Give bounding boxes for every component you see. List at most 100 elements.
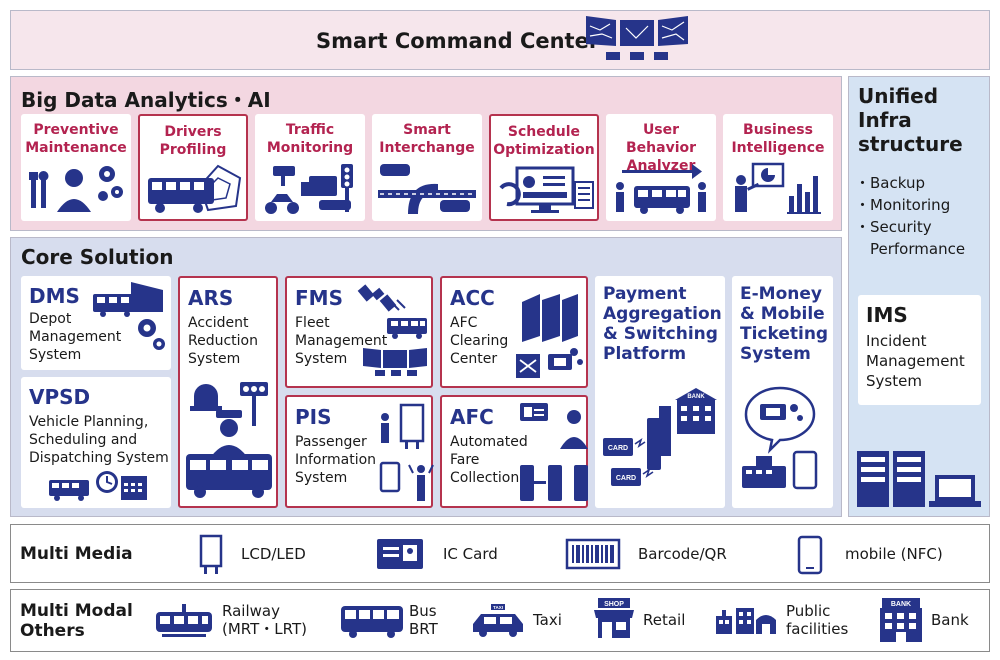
passenger-display-icon — [379, 403, 434, 501]
multimedia-item-barcode: Barcode/QR — [638, 545, 727, 563]
afc-desc: Automated Fare Collection — [450, 434, 528, 486]
shop-sign-text: SHOP — [604, 601, 624, 608]
tile-preventive-maintenance[interactable]: Preventive Maintenance — [21, 114, 131, 221]
bus-icon — [341, 606, 403, 638]
tile-label: Drivers Profiling — [159, 124, 227, 158]
acc-desc: AFC Clearing Center — [450, 315, 509, 367]
tile-smart-interchange[interactable]: Smart Interchange — [372, 114, 482, 221]
ims-box[interactable]: IMS Incident Management System — [858, 295, 981, 405]
ars-box[interactable]: ARS Accident Reduction System — [178, 276, 278, 508]
ims-abbr: IMS — [866, 303, 908, 327]
fare-gate-icon — [520, 403, 588, 501]
multi-media-title: Multi Media — [20, 544, 133, 564]
tile-traffic-monitoring[interactable]: Traffic Monitoring — [255, 114, 365, 221]
cards-bank-icon: BANK CARD CARD — [603, 388, 717, 486]
ars-abbr: ARS — [188, 286, 234, 310]
afc-box[interactable]: AFC Automated Fare Collection — [440, 395, 588, 508]
pis-desc: Passenger Information System — [295, 434, 377, 486]
traffic-camera-icon — [265, 164, 353, 214]
bus-radar-icon — [148, 164, 242, 213]
maintenance-worker-icon — [29, 166, 123, 212]
multimodal-item-retail: Retail — [643, 611, 686, 629]
tile-drivers-profiling[interactable]: Drivers Profiling — [138, 114, 248, 221]
core-solution-band: Core Solution DMS Depot Management Syste… — [10, 237, 842, 517]
presenter-chart-icon — [735, 162, 821, 214]
highway-interchange-icon — [378, 164, 476, 214]
smart-command-center-title: Smart Command Center — [316, 29, 600, 53]
clearing-servers-icon — [516, 294, 583, 378]
bank-building-icon: BANK — [880, 598, 922, 642]
mobile-phone-icon — [797, 535, 823, 575]
big-data-analytics-band: Big Data Analytics・AI Preventive Mainten… — [10, 76, 842, 231]
big-data-title: Big Data Analytics・AI — [21, 88, 271, 112]
multi-media-row: Multi Media LCD/LED IC Card Barcode/QR m… — [10, 524, 990, 583]
bank-row-sign-text: BANK — [891, 601, 911, 608]
card-label-2: CARD — [616, 475, 636, 482]
acc-box[interactable]: ACC AFC Clearing Center — [440, 276, 588, 388]
multi-modal-row: Multi Modal Others Railway (MRT・LRT) Bus… — [10, 589, 990, 652]
multi-modal-title: Multi Modal Others — [20, 601, 133, 641]
ims-desc: Incident Management System — [866, 332, 965, 390]
smart-command-center-band: Smart Command Center — [10, 10, 990, 70]
ars-desc: Accident Reduction System — [188, 315, 258, 367]
multimodal-item-public-facilities: Public facilities — [786, 602, 849, 638]
alarm-driver-bus-icon — [186, 382, 272, 498]
tile-schedule-optimization[interactable]: Schedule Optimization — [489, 114, 599, 221]
servers-laptop-icon — [857, 451, 981, 507]
acc-abbr: ACC — [450, 286, 495, 310]
ic-card-icon — [377, 539, 423, 569]
retail-shop-icon: SHOP — [594, 598, 634, 638]
pis-box[interactable]: PIS Passenger Information System — [285, 395, 434, 508]
satellite-bus-screens-icon — [357, 284, 427, 376]
railway-train-icon — [156, 604, 212, 637]
multimedia-item-lcd: LCD/LED — [241, 545, 306, 563]
depot-bus-gear-icon — [93, 282, 165, 350]
multimodal-item-bus: Bus BRT — [409, 602, 438, 638]
multimedia-item-ic-card: IC Card — [443, 545, 498, 563]
dms-desc: Depot Management System — [29, 311, 122, 363]
schedule-monitor-icon — [499, 166, 594, 213]
multimedia-item-mobile: mobile (NFC) — [845, 545, 943, 563]
unified-infrastructure-band: Unified Infra structure ・Backup ・Monitor… — [848, 76, 990, 517]
tile-business-intelligence[interactable]: Business Intelligence — [723, 114, 833, 221]
payment-title: Payment Aggregation & Switching Platform — [603, 284, 722, 364]
tile-user-behavior-analyzer[interactable]: User Behavior Analyzer — [606, 114, 716, 221]
barcode-icon — [565, 538, 621, 570]
infra-bullet-security: ・Security — [855, 218, 932, 236]
fms-desc: Fleet Management System — [295, 315, 388, 367]
dms-box[interactable]: DMS Depot Management System — [21, 276, 171, 370]
emoney-title: E-Money & Mobile Ticketing System — [740, 284, 829, 364]
card-label-1: CARD — [608, 445, 628, 452]
infra-bullets: ・Backup ・Monitoring ・Security Performanc… — [855, 172, 965, 260]
tile-label: Preventive Maintenance — [25, 122, 127, 156]
lcd-display-icon — [199, 534, 223, 574]
taxi-icon: TAXI — [473, 604, 523, 637]
taxi-sign-text: TAXI — [493, 605, 503, 610]
infra-bullet-monitoring: ・Monitoring — [855, 196, 951, 214]
vpsd-abbr: VPSD — [29, 385, 91, 409]
tile-label: Business Intelligence — [731, 122, 825, 156]
emoney-box[interactable]: E-Money & Mobile Ticketing System — [732, 276, 833, 508]
infra-bullet-backup: ・Backup — [855, 174, 925, 192]
vpsd-box[interactable]: VPSD Vehicle Planning, Scheduling and Di… — [21, 377, 171, 508]
multimodal-item-bank: Bank — [931, 611, 969, 629]
public-facilities-icon — [716, 608, 776, 634]
core-solution-title: Core Solution — [21, 245, 174, 269]
multimodal-item-railway: Railway (MRT・LRT) — [222, 602, 307, 638]
payment-aggregation-box[interactable]: Payment Aggregation & Switching Platform… — [595, 276, 725, 508]
bus-clock-calendar-icon — [49, 471, 147, 501]
tile-label: Traffic Monitoring — [266, 122, 354, 156]
multimodal-item-taxi: Taxi — [533, 611, 562, 629]
fms-abbr: FMS — [295, 286, 343, 310]
afc-abbr: AFC — [450, 405, 494, 429]
infra-bullet-performance: Performance — [870, 240, 966, 258]
dms-abbr: DMS — [29, 284, 80, 308]
fms-box[interactable]: FMS Fleet Management System — [285, 276, 433, 388]
pis-abbr: PIS — [295, 405, 332, 429]
tile-label: Smart Interchange — [379, 122, 475, 156]
tile-label: Schedule Optimization — [493, 124, 595, 158]
passenger-bus-icon — [616, 164, 706, 214]
vpsd-desc: Vehicle Planning, Scheduling and Dispatc… — [29, 414, 169, 466]
command-center-icon — [586, 16, 688, 60]
bank-sign-text: BANK — [687, 394, 705, 400]
